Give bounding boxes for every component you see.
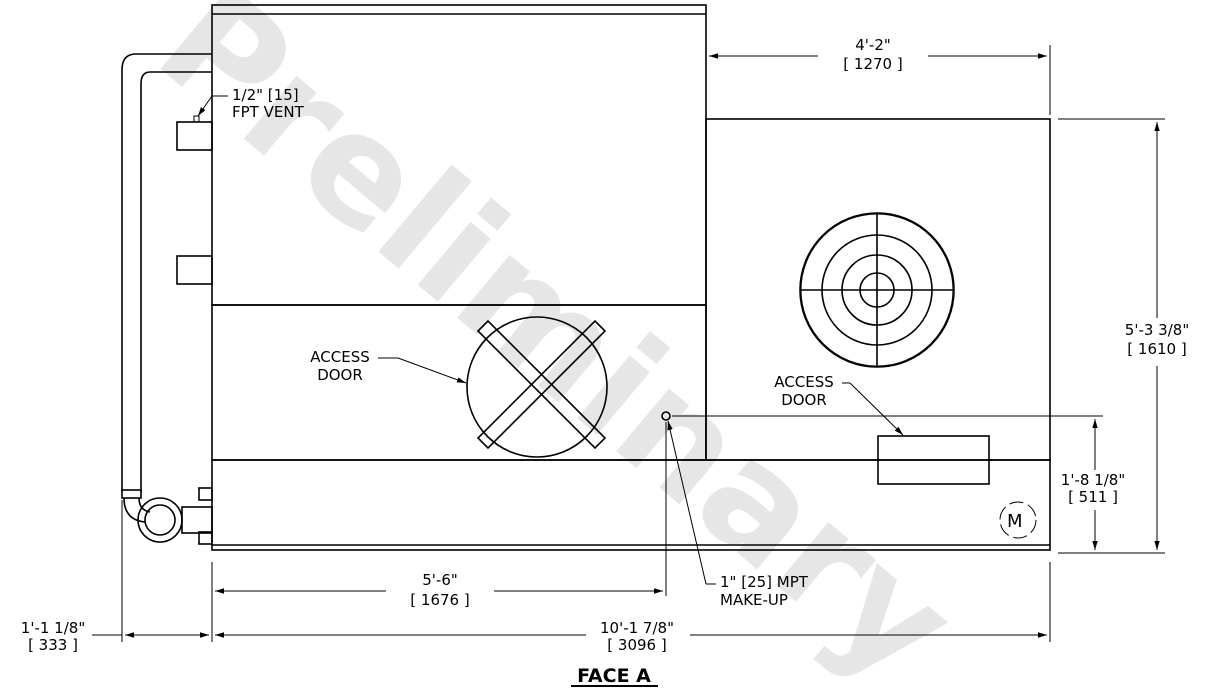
svg-text:DOOR: DOOR bbox=[317, 366, 363, 384]
view-title: FACE A bbox=[571, 665, 658, 687]
callout-access-door-right: ACCESS DOOR bbox=[774, 373, 904, 436]
svg-text:10'-1 7/8": 10'-1 7/8" bbox=[600, 619, 674, 637]
svg-text:[ 1270 ]: [ 1270 ] bbox=[843, 55, 902, 73]
dim-height-right: 5'-3 3/8" [ 1610 ] bbox=[1058, 118, 1189, 554]
basin bbox=[211, 459, 1051, 551]
svg-text:[ 333 ]: [ 333 ] bbox=[28, 636, 78, 654]
svg-text:[ 511 ]: [ 511 ] bbox=[1068, 488, 1118, 506]
dim-width-total: 10'-1 7/8" [ 3096 ] bbox=[215, 619, 1047, 654]
round-access-door bbox=[466, 316, 608, 458]
rect-access-door bbox=[877, 435, 990, 485]
dim-width-makeup: 5'-6" [ 1676 ] bbox=[211, 422, 1051, 642]
fan-guard-icon bbox=[799, 212, 955, 368]
callout-access-door-left: ACCESS DOOR bbox=[310, 348, 467, 384]
svg-text:4'-2": 4'-2" bbox=[855, 36, 891, 54]
svg-text:FACE A: FACE A bbox=[577, 665, 651, 687]
svg-text:FPT VENT: FPT VENT bbox=[232, 103, 305, 121]
svg-text:1'-8 1/8": 1'-8 1/8" bbox=[1061, 471, 1125, 489]
dim-width-pipe: 1'-1 1/8" [ 333 ] bbox=[21, 500, 209, 654]
svg-text:1" [25] MPT: 1" [25] MPT bbox=[720, 573, 809, 591]
svg-text:ACCESS: ACCESS bbox=[310, 348, 369, 366]
callout-vent: 1/2" [15] FPT VENT bbox=[197, 86, 305, 121]
dim-height-makeup: 1'-8 1/8" [ 511 ] bbox=[672, 415, 1125, 550]
svg-text:MAKE-UP: MAKE-UP bbox=[720, 591, 788, 609]
svg-text:[ 1676 ]: [ 1676 ] bbox=[410, 591, 469, 609]
side-pipe bbox=[121, 53, 213, 543]
manufacturer-logo: M bbox=[999, 501, 1037, 539]
svg-text:[ 1610 ]: [ 1610 ] bbox=[1127, 340, 1186, 358]
casing-nozzles bbox=[176, 115, 213, 545]
makeup-connection-icon bbox=[661, 411, 671, 421]
svg-text:5'-6": 5'-6" bbox=[422, 571, 458, 589]
svg-text:1'-1 1/8": 1'-1 1/8" bbox=[21, 619, 85, 637]
svg-text:DOOR: DOOR bbox=[781, 391, 827, 409]
svg-text:1/2" [15]: 1/2" [15] bbox=[232, 86, 299, 104]
svg-text:M: M bbox=[1007, 511, 1023, 532]
svg-text:ACCESS: ACCESS bbox=[774, 373, 833, 391]
callout-makeup: 1" [25] MPT MAKE-UP bbox=[667, 420, 809, 609]
svg-text:5'-3 3/8": 5'-3 3/8" bbox=[1125, 321, 1189, 339]
svg-text:[ 3096 ]: [ 3096 ] bbox=[607, 636, 666, 654]
dim-width-top: 4'-2" [ 1270 ] bbox=[705, 10, 1051, 115]
